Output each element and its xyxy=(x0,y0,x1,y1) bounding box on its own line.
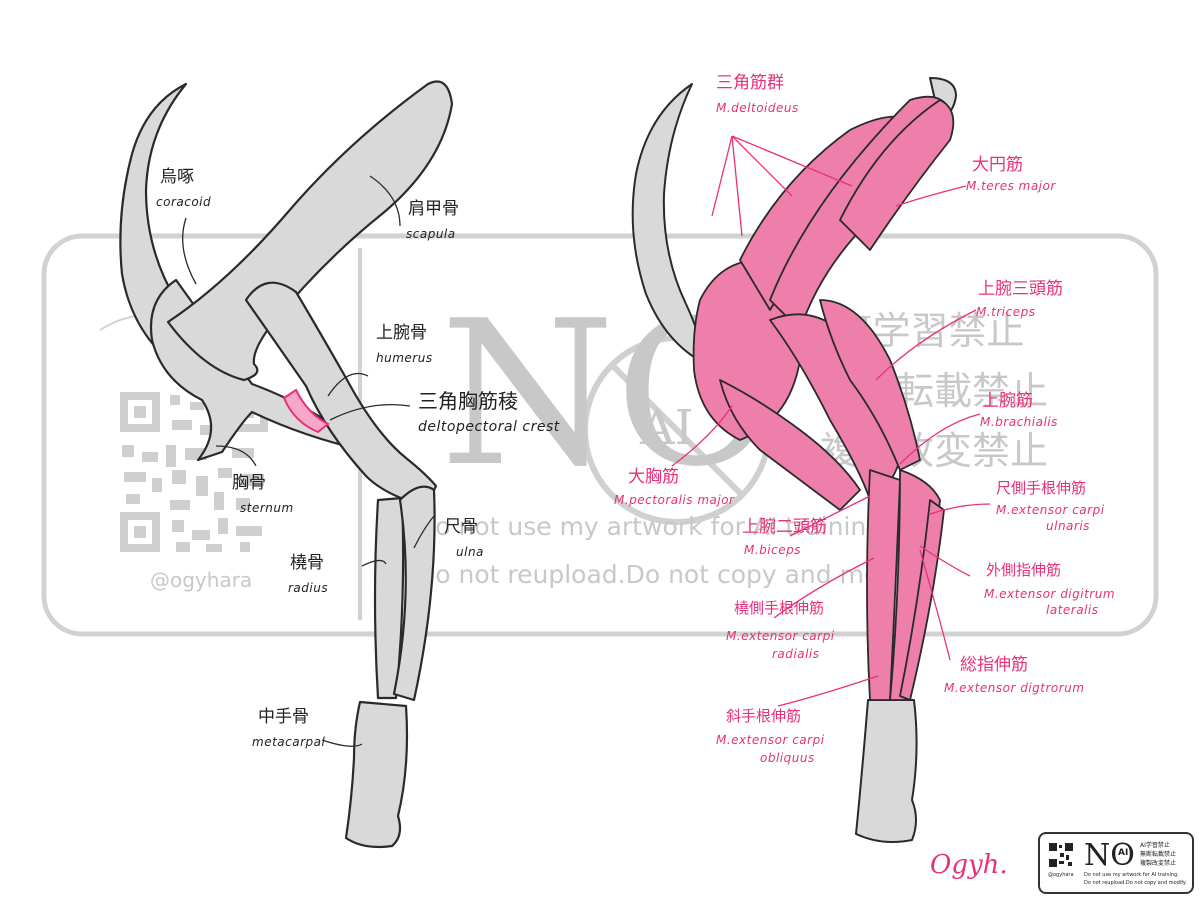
teres-label-jp: 大円筋 xyxy=(972,155,1023,175)
deltoideus-label-jp: 三角筋群 xyxy=(716,73,784,93)
badge-no-letters: NO xyxy=(1084,838,1135,873)
radius-label-jp: 橈骨 xyxy=(290,553,324,573)
metacarpal-bone xyxy=(344,700,409,849)
edc-label-jp: 総指伸筋 xyxy=(960,655,1028,675)
triceps-label-en: M.triceps xyxy=(976,305,1036,319)
forearm-edc-muscle xyxy=(899,499,945,701)
muscle-view-foot-bone xyxy=(855,699,918,843)
badge-jp1: AI学習禁止 xyxy=(1140,842,1170,849)
humerus-label-jp: 上腕骨 xyxy=(376,323,427,343)
scapula-bone xyxy=(166,80,454,382)
artist-signature: Ogyh. xyxy=(930,850,1008,880)
ulna-label-en: ulna xyxy=(456,545,484,559)
biceps-label-jp: 上腕二頭筋 xyxy=(742,517,827,537)
badge-qr-icon xyxy=(1048,842,1074,868)
ecu-label-en1: M.extensor carpi xyxy=(996,503,1105,517)
ecr-label-en2: radialis xyxy=(772,647,820,661)
teres-label-en: M.teres major xyxy=(966,179,1056,193)
watermark-en-line2: Do not reupload.Do not copy and modify. xyxy=(416,560,930,589)
brachialis-label-en: M.brachialis xyxy=(980,415,1058,429)
badge-jp2: 無断転載禁止 xyxy=(1140,851,1177,858)
watermark-en-line1: Do not use my artwork for AI training. xyxy=(416,512,891,541)
pectoralis-label-en: M.pectoralis major xyxy=(614,493,735,507)
watermark-handle: @ogyhara xyxy=(150,568,253,592)
triceps-label-jp: 上腕三頭筋 xyxy=(978,279,1063,299)
crest-label-jp: 三角胸筋稜 xyxy=(418,389,518,413)
badge-jp3: 複製改変禁止 xyxy=(1140,860,1177,867)
badge-ai: AI xyxy=(1118,848,1129,858)
ecr-label-en1: M.extensor carpi xyxy=(726,629,835,643)
ecu-label-jp: 尺側手根伸筋 xyxy=(996,479,1087,497)
pectoralis-label-jp: 大胸筋 xyxy=(628,467,679,487)
sternum-label-en: sternum xyxy=(240,501,294,515)
coracoid-label-jp: 烏啄 xyxy=(160,167,194,187)
edl-label-jp: 外側指伸筋 xyxy=(986,561,1062,579)
badge-en1: Do not use my artwork for AI training. xyxy=(1084,872,1179,878)
brachialis-label-jp: 上腕筋 xyxy=(982,391,1033,411)
brachialis-muscle xyxy=(819,299,921,471)
eco-label-en2: obliquus xyxy=(760,751,815,765)
metacarpal-label-jp: 中手骨 xyxy=(258,707,309,727)
forearm-ecr-muscle xyxy=(866,469,901,701)
badge-en2: Do not reupload.Do not copy and modify. xyxy=(1084,880,1187,886)
sternum-label-jp: 胸骨 xyxy=(232,473,266,493)
humerus-label-en: humerus xyxy=(376,351,433,365)
ulna-bone xyxy=(392,485,436,702)
metacarpal-label-en: metacarpal xyxy=(252,735,326,749)
deltopectoral-crest-highlight xyxy=(282,388,330,434)
coracoid-label-en: coracoid xyxy=(156,195,212,209)
eco-label-en1: M.extensor carpi xyxy=(716,733,825,747)
humerus-bone xyxy=(244,281,438,508)
badge-handle: @ogyhara xyxy=(1048,872,1074,878)
ulna-label-jp: 尺骨 xyxy=(444,517,478,537)
ecr-label-jp: 橈側手根伸筋 xyxy=(734,599,825,617)
edl-label-en2: lateralis xyxy=(1046,603,1099,617)
ecu-label-en2: ulnaris xyxy=(1046,519,1090,533)
scapula-label-en: scapula xyxy=(406,227,456,241)
no-ai-badge: @ogyhara NO AI AI学習禁止 無断転載禁止 複製改変禁止 Do n… xyxy=(1038,832,1194,894)
edc-label-en: M.extensor digtrorum xyxy=(944,681,1085,695)
radius-bone xyxy=(373,496,405,700)
watermark-ai-text: AI xyxy=(640,400,694,456)
biceps-muscle xyxy=(719,379,861,511)
crest-label-en: deltopectoral crest xyxy=(418,419,560,435)
radius-label-en: radius xyxy=(288,581,329,595)
eco-label-jp: 斜手根伸筋 xyxy=(726,707,802,725)
deltoideus-label-en: M.deltoideus xyxy=(716,101,799,115)
scapula-label-jp: 肩甲骨 xyxy=(408,199,459,219)
biceps-label-en: M.biceps xyxy=(744,543,801,557)
edl-label-en1: M.extensor digitrum xyxy=(984,587,1116,601)
